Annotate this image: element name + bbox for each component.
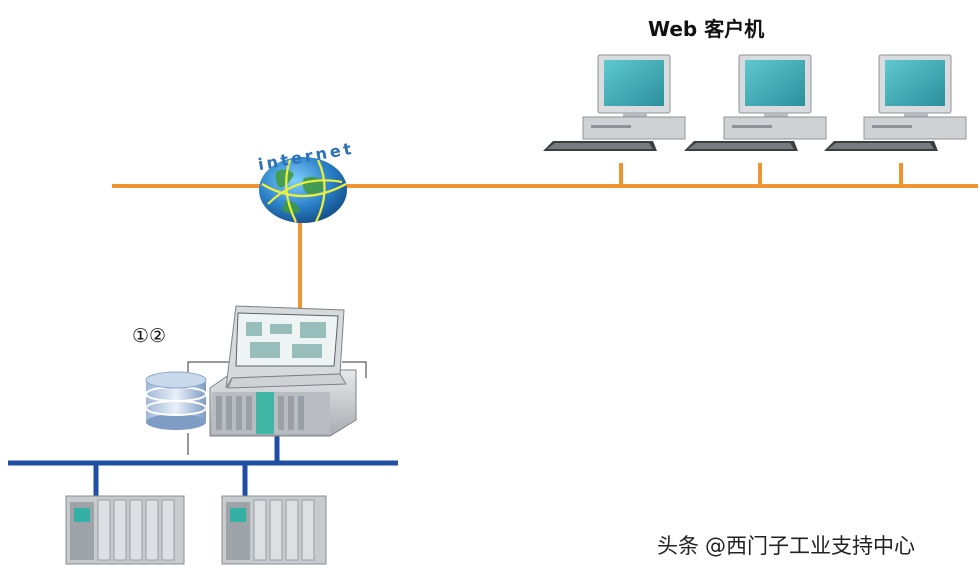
- watermark-handle: @西门子工业支持中心: [705, 534, 915, 558]
- watermark-prefix: 头条: [657, 534, 699, 558]
- internet-network-line: [112, 163, 978, 312]
- marker-labels: ①②: [132, 325, 167, 347]
- watermark: 头条@西门子工业支持中心: [657, 530, 915, 560]
- internet-globe-icon: internet: [257, 139, 356, 223]
- operator-station-icon: [209, 305, 357, 437]
- plc-rack-icon: [221, 495, 327, 565]
- web-client-pc-icon: [824, 54, 967, 151]
- web-clients-label: Web 客户机: [648, 17, 765, 41]
- web-client-pc-icon: [684, 54, 827, 151]
- web-client-pc-icon: [543, 54, 686, 151]
- database-icon: [145, 371, 207, 430]
- connector-lines: [187, 361, 367, 455]
- plc-rack-icon: [65, 495, 185, 565]
- plant-bus-line: [8, 433, 398, 497]
